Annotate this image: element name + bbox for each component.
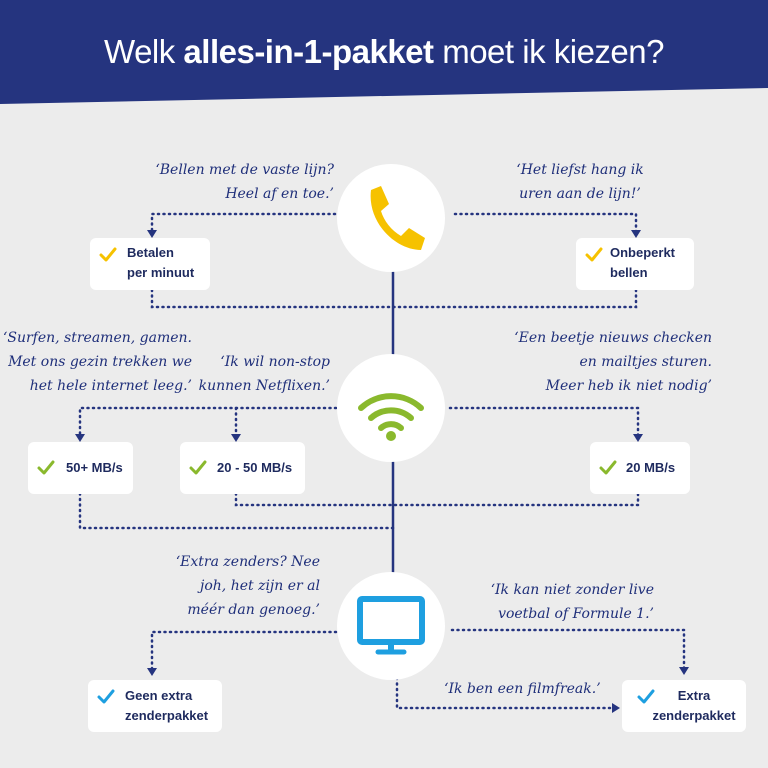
- quote-line: Heel af en toe.’: [225, 186, 334, 202]
- arrow-tv-left: [147, 668, 157, 676]
- tv-circle: [337, 572, 445, 680]
- connector-phone-right: [453, 212, 638, 234]
- phone-circle: [337, 164, 445, 272]
- quote-line: ‘Een beetje nieuws checken: [514, 330, 712, 346]
- header-background: [0, 0, 768, 104]
- quote-line: kunnen Netflixen.’: [198, 378, 330, 394]
- quote-internet-mid: ‘Ik wil non-stop kunnen Netflixen.’: [198, 350, 330, 398]
- option-label: Extra zenderpakket: [646, 686, 742, 726]
- quote-line: uren aan de lijn!’: [519, 186, 641, 202]
- quote-line: ‘Surfen, streamen, gamen.: [2, 330, 192, 346]
- connector-phone-bottom: [150, 288, 638, 309]
- connector-internet-right: [448, 406, 640, 438]
- quote-phone-left: ‘Bellen met de vaste lijn? Heel af en to…: [148, 158, 334, 206]
- page-title: Welk alles-in-1-pakket moet ik kiezen?: [0, 33, 768, 71]
- connector-phone-left: [150, 212, 337, 234]
- arrow-phone-left: [147, 230, 157, 238]
- checkmark-icon: [37, 460, 55, 475]
- option-label-line: zenderpakket: [652, 708, 736, 723]
- title-suffix: moet ik kiezen?: [433, 33, 664, 70]
- connector-tv-right: [450, 628, 686, 670]
- quote-line: méér dan genoeg.’: [187, 602, 320, 618]
- title-bold: alles-in-1-pakket: [183, 33, 434, 70]
- arrow-phone-right: [631, 230, 641, 238]
- option-label-line: Geen extra: [125, 688, 193, 703]
- connector-internet-bottom-left: [78, 486, 395, 530]
- quote-line: Met ons gezin trekken we: [8, 354, 192, 370]
- quote-tv-left: ‘Extra zenders? Nee joh, het zijn er al …: [150, 550, 320, 622]
- option-label-line: per minuut: [127, 265, 195, 280]
- arrow-internet-mid: [231, 434, 241, 442]
- checkmark-icon: [97, 689, 115, 704]
- option-label: Geen extra zenderpakket: [125, 686, 208, 726]
- checkmark-icon: [599, 460, 617, 475]
- quote-line: ‘Ik wil non-stop: [220, 354, 330, 370]
- quote-phone-right: ‘Het liefst hang ik uren aan de lijn!’: [480, 158, 680, 206]
- option-label-line: zenderpakket: [125, 708, 209, 723]
- checkmark-icon: [585, 247, 603, 262]
- quote-line: Meer heb ik niet nodig’: [545, 378, 712, 394]
- option-20-mbs: 20 MB/s: [590, 442, 690, 494]
- quote-internet-right: ‘Een beetje nieuws checken en mailtjes s…: [500, 326, 712, 398]
- quote-line: voetbal of Formule 1.’: [498, 606, 654, 622]
- connector-internet-left: [78, 406, 338, 438]
- arrow-internet-left: [75, 434, 85, 442]
- option-label: 50+ MB/s: [66, 460, 123, 475]
- option-label: Betalen per minuut: [127, 243, 194, 283]
- arrow-tv-right: [679, 667, 689, 675]
- quote-line: ‘Het liefst hang ik: [516, 162, 644, 178]
- option-extra-zenderpakket: Extra zenderpakket: [622, 680, 746, 732]
- quote-line: en mailtjes sturen.: [579, 354, 713, 370]
- header-banner: Welk alles-in-1-pakket moet ik kiezen?: [0, 0, 768, 130]
- option-label: 20 - 50 MB/s: [217, 460, 293, 475]
- quote-internet-left: ‘Surfen, streamen, gamen. Met ons gezin …: [0, 326, 192, 398]
- connector-tv-bottom: [395, 676, 612, 710]
- quote-line: joh, het zijn er al: [200, 578, 320, 594]
- option-betalen-per-minuut: Betalen per minuut: [90, 238, 210, 290]
- quote-line: ‘Ik kan niet zonder live: [490, 582, 654, 598]
- title-prefix: Welk: [104, 33, 184, 70]
- option-label-line: Extra: [677, 688, 711, 703]
- option-label: 20 MB/s: [626, 460, 676, 475]
- arrow-tv-bottom: [612, 703, 620, 713]
- quote-line: ‘Bellen met de vaste lijn?: [155, 162, 334, 178]
- quote-tv-right: ‘Ik kan niet zonder live voetbal of Form…: [470, 578, 654, 626]
- option-geen-extra-zenderpakket: Geen extra zenderpakket: [88, 680, 222, 732]
- checkmark-icon: [637, 689, 655, 704]
- wifi-icon: [358, 393, 424, 441]
- arrow-internet-right: [633, 434, 643, 442]
- quote-line: ‘Extra zenders? Nee: [175, 554, 320, 570]
- option-20-50-mbs: 20 - 50 MB/s: [180, 442, 305, 494]
- checkmark-icon: [99, 247, 117, 262]
- option-50plus-mbs: 50+ MB/s: [28, 442, 133, 494]
- checkmark-icon: [189, 460, 207, 475]
- phone-icon: [370, 186, 425, 250]
- option-label: Onbeperkt bellen: [610, 243, 675, 283]
- option-label-line: Betalen: [127, 245, 174, 260]
- option-onbeperkt-bellen: Onbeperkt bellen: [576, 238, 694, 290]
- tv-icon: [357, 596, 425, 655]
- connector-tv-left: [150, 630, 338, 672]
- quote-tv-bottom: ‘Ik ben een filmfreak.’: [444, 681, 601, 697]
- quote-line: het hele internet leeg.’: [29, 378, 192, 394]
- wifi-circle: [337, 354, 445, 462]
- option-label-line: Onbeperkt: [610, 245, 676, 260]
- option-label-line: bellen: [610, 265, 648, 280]
